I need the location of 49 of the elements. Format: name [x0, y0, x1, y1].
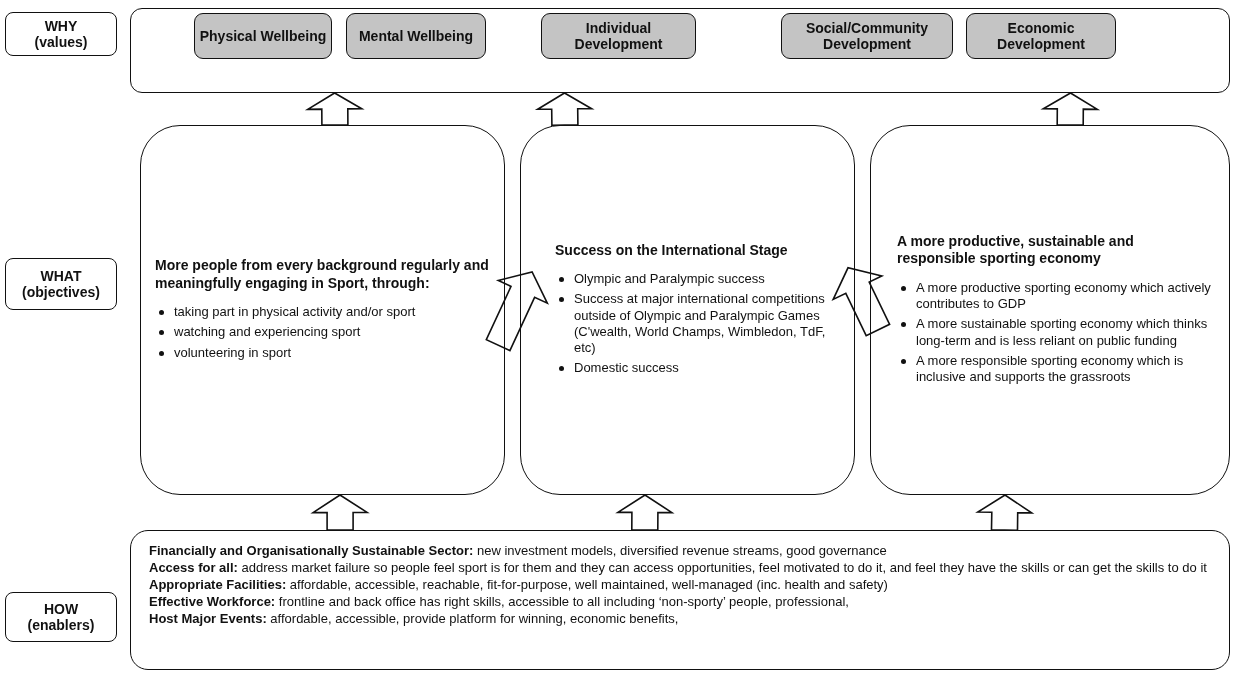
objective-card [520, 125, 855, 495]
values-panel [130, 8, 1230, 93]
enabler-text: Effective Workforce: frontline and back office has right skills, accessible to all including ‘non-sporty’ people, professional, [149, 593, 850, 611]
value-box [781, 13, 953, 59]
block-arrow [310, 494, 370, 531]
row-label: WHAT [40, 268, 82, 284]
enabler-text: Access for all: address market failure so people feel sport is for them and they can access opportunities, feel motivated to do it, and feel they have the skills or can get the skills to do it [149, 559, 1208, 577]
enabler-text: Financially and Organisationally Sustainable Sector: new investment models, diversified revenue streams, good governance [149, 543, 888, 560]
enabler-text: Appropriate Facilities: affordable, accessible, reachable, fit-for-purpose, well maintained, well-managed (inc. health and safety) [149, 576, 889, 594]
row-label-box [5, 258, 117, 310]
value-box [194, 13, 332, 59]
value-box [541, 13, 696, 59]
card-heading: Success on the International Stage [555, 241, 789, 259]
block-arrow [831, 266, 891, 337]
bullet-text: Olympic and Paralympic success [574, 271, 765, 288]
bullet-text: A more sustainable sporting economy which thinks long-term and is less reliant on public funding [916, 316, 1209, 349]
value-label: Mental Wellbeing [358, 27, 474, 45]
value-box [966, 13, 1116, 59]
enablers-panel [130, 530, 1230, 670]
value-box [346, 13, 486, 59]
block-arrow [534, 92, 595, 126]
value-label: Social/Community Development [804, 19, 930, 53]
bullet-text: taking part in physical activity and/or sport [174, 304, 416, 321]
block-arrow [304, 92, 365, 126]
block-arrow [615, 494, 675, 531]
card-heading: More people from every background regularly and meaningfully engaging in Sport, through: [155, 257, 490, 293]
row-label-box [5, 12, 117, 56]
bullet-text: A more responsible sporting economy which is inclusive and supports the grassroots [916, 352, 1185, 386]
row-label: HOW [43, 601, 79, 617]
block-arrow [1040, 92, 1101, 126]
value-label: Individual Development [573, 19, 664, 53]
row-label: WHY [44, 18, 78, 34]
bullet-text: volunteering in sport [174, 344, 292, 361]
objective-card [870, 125, 1230, 495]
bullet-text: Domestic success [574, 360, 679, 377]
value-label: Physical Wellbeing [199, 27, 327, 45]
bullet-text: watching and experiencing sport [174, 324, 361, 341]
bullet-text: A more productive sporting economy which actively contributes to GDP [916, 279, 1212, 313]
block-arrow [975, 494, 1035, 531]
enabler-text: Host Major Events: affordable, accessible, provide platform for winning, economic benefits, [149, 610, 680, 628]
value-label: Economic Development [996, 19, 1086, 53]
block-arrow [485, 270, 549, 352]
card-heading: A more productive, sustainable and responsible sporting economy [897, 232, 1135, 268]
objective-card [140, 125, 505, 495]
bullet-text: Success at major international competitions outside of Olympic and Paralympic Games (C'wealth, World Champs, Wimbledon, TdF, etc) [574, 291, 827, 357]
row-label: (values) [34, 34, 88, 50]
row-label: (enablers) [27, 617, 95, 633]
row-label: (objectives) [22, 284, 100, 300]
row-label-box [5, 592, 117, 642]
